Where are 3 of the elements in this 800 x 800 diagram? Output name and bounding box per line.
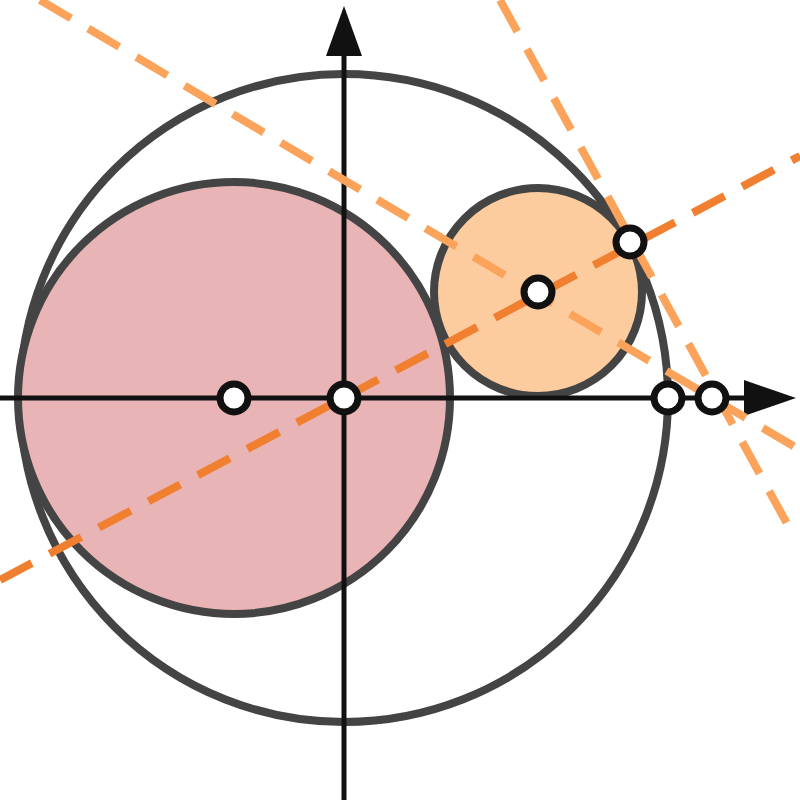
small-circle bbox=[430, 184, 646, 400]
circle bbox=[14, 178, 454, 618]
large-circle bbox=[16, 70, 672, 726]
